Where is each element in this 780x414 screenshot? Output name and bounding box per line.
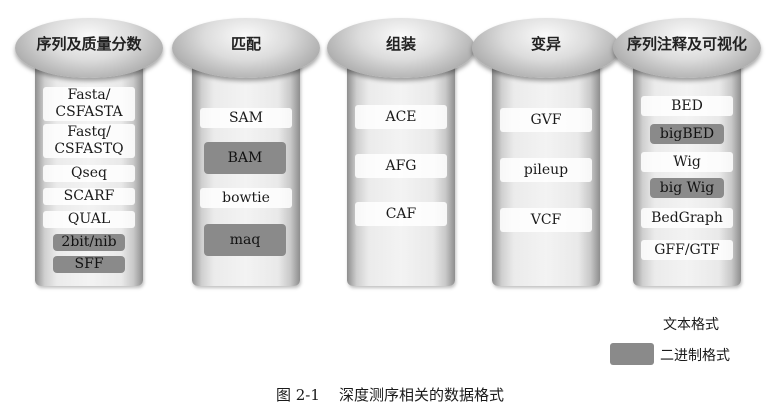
- format-item: BedGraph: [641, 208, 733, 228]
- legend-text-format-label: 文本格式: [663, 317, 719, 333]
- format-item: CAF: [355, 202, 447, 226]
- column-variation: 变异: [472, 10, 622, 290]
- format-item: VCF: [500, 208, 592, 232]
- column-assembly: 组装: [327, 10, 477, 290]
- column-title: 匹配: [230, 35, 261, 53]
- format-item-binary: BAM: [204, 142, 286, 174]
- format-item: BED: [641, 96, 733, 116]
- format-item: Qseq: [43, 165, 135, 182]
- format-item: Fastq/ CSFASTQ: [43, 124, 135, 158]
- format-item: QUAL: [43, 211, 135, 228]
- format-item-binary: big Wig: [650, 178, 724, 198]
- figure-caption: 图 2-1 深度测序相关的数据格式: [276, 386, 504, 404]
- column-header-ellipse: [472, 18, 620, 78]
- format-item: pileup: [500, 158, 592, 182]
- format-item: Wig: [641, 152, 733, 172]
- column-header-ellipse: [613, 18, 761, 78]
- column-title: 序列及质量分数: [36, 35, 142, 53]
- legend-binary-swatch: [610, 343, 654, 365]
- column-title: 变异: [530, 35, 561, 53]
- format-item-binary: maq: [204, 224, 286, 256]
- column-header-ellipse: [327, 18, 475, 78]
- format-item-binary: 2bit/nib: [53, 234, 125, 251]
- column-title: 序列注释及可视化: [626, 35, 747, 53]
- format-item: bowtie: [200, 188, 292, 208]
- format-item-binary: SFF: [53, 256, 125, 273]
- column-header-ellipse: [172, 18, 320, 78]
- format-item: Fasta/ CSFASTA: [43, 87, 135, 121]
- format-item: SAM: [200, 108, 292, 128]
- format-item: GFF/GTF: [641, 240, 733, 260]
- format-item: GVF: [500, 108, 592, 132]
- legend-binary-format-label: 二进制格式: [660, 348, 730, 364]
- format-item: SCARF: [43, 188, 135, 205]
- column-title: 组装: [385, 35, 416, 53]
- column-header-ellipse: [15, 18, 163, 78]
- format-item-binary: bigBED: [650, 124, 724, 144]
- format-item: AFG: [355, 154, 447, 178]
- format-item: ACE: [355, 105, 447, 129]
